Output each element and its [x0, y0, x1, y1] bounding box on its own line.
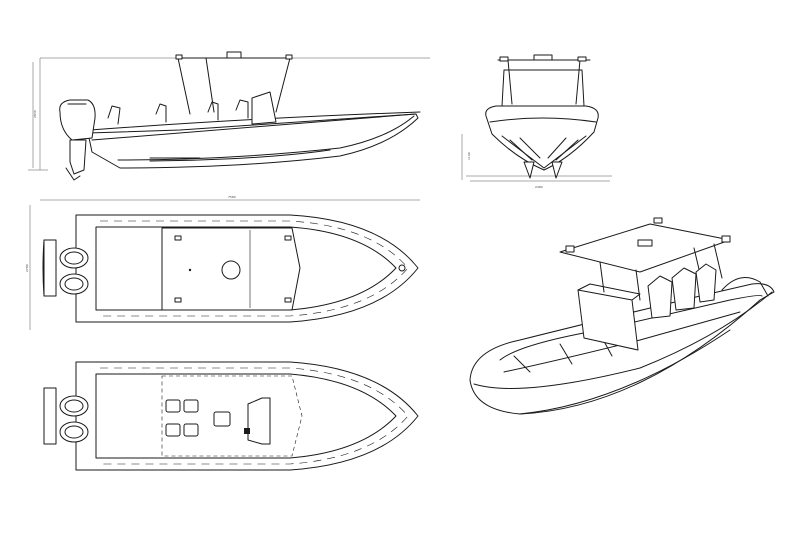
side-hull — [87, 113, 419, 169]
perspective-seats — [647, 263, 717, 319]
top-plan-view: 7580 2780 — [25, 195, 420, 330]
side-t-top — [175, 57, 293, 115]
plan-beam-dimension: 2780 — [25, 264, 29, 272]
side-console — [251, 91, 277, 125]
stern-depth-dimension: 1100 — [467, 152, 471, 160]
perspective-grab-rail — [721, 277, 769, 297]
stern-elevation-view: 2480 1100 — [461, 54, 612, 189]
side-elevation-view: 2830 — [28, 51, 430, 181]
deck-plan-view — [43, 361, 419, 471]
deck-seats — [165, 399, 231, 437]
deck-engine-top — [59, 395, 89, 417]
stern-hull — [485, 105, 599, 171]
plan-engine-bottom — [59, 273, 89, 295]
plan-bow-eye — [398, 264, 406, 272]
stern-t-top — [497, 59, 591, 105]
side-height-dimension: 2830 — [33, 110, 37, 118]
perspective-console — [577, 289, 639, 351]
plan-engine-top — [59, 247, 89, 269]
plan-length-dimension: 7580 — [228, 195, 236, 199]
perspective-view — [469, 217, 775, 415]
plan-tube-outline — [75, 214, 419, 323]
deck-console — [247, 397, 271, 445]
stern-beam-dimension: 2480 — [535, 185, 543, 189]
stern-engine-right — [551, 161, 563, 179]
plan-hardtop — [161, 227, 301, 311]
deck-engine-bottom — [59, 421, 89, 443]
stern-engine-left — [523, 161, 535, 179]
deck-tube-outline — [75, 361, 419, 471]
side-outboard-engine — [59, 99, 96, 141]
plan-hatch — [221, 260, 241, 280]
